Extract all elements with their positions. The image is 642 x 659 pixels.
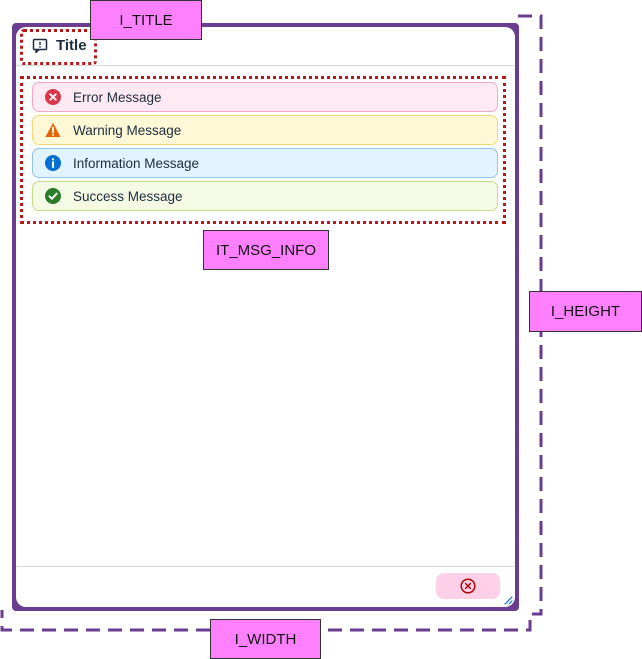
message-text: Success Message [73,188,183,204]
dialog-header: Title [16,27,515,66]
dialog-title-group: Title [32,37,87,54]
label-i-title: I_TITLE [90,0,202,40]
resize-handle-icon[interactable] [503,595,513,605]
label-i-width: I_WIDTH [210,619,321,659]
dialog-footer [16,566,515,607]
warning-triangle-icon [45,122,61,137]
message-strip-info: Information Message [32,148,498,178]
message-strip-warning: Warning Message [32,115,498,145]
message-popup-icon [32,38,48,53]
label-it-msg-info: IT_MSG_INFO [203,230,329,270]
message-dialog: Title Error Message Warning Message [12,23,519,611]
close-button[interactable] [436,573,500,599]
message-text: Error Message [73,89,162,105]
dialog-body: Title Error Message Warning Message [16,27,515,607]
dialog-title: Title [56,37,87,54]
title-highlight-box [20,29,97,65]
message-text: Information Message [73,155,200,171]
label-i-height: I_HEIGHT [529,291,642,332]
message-text: Warning Message [73,122,182,138]
info-circle-icon [45,155,61,171]
message-strip-error: Error Message [32,82,498,112]
error-circle-icon [45,89,61,105]
message-strip-success: Success Message [32,181,498,211]
message-list: Error Message Warning Message Informatio… [32,82,498,214]
check-circle-icon [45,188,61,204]
messages-highlight-box [20,76,506,224]
close-circle-icon [460,578,476,594]
